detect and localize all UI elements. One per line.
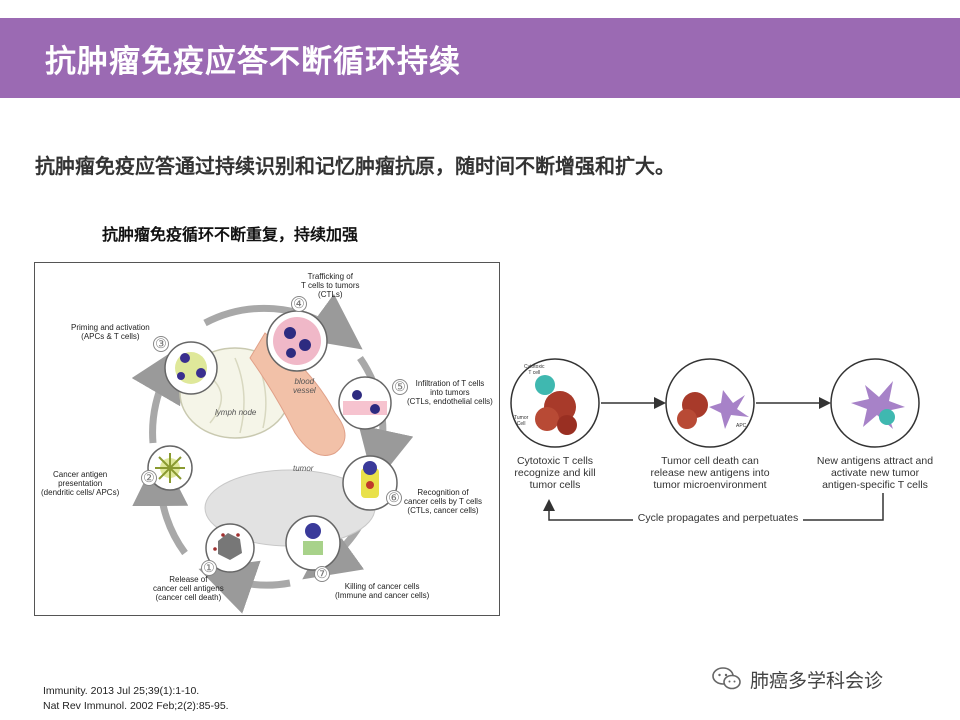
- step-3-cells: [175, 352, 207, 384]
- reference-1: Immunity. 2013 Jul 25;39(1):1-10.: [43, 685, 200, 697]
- stage-2-circle: [665, 358, 755, 448]
- stage-3-caption: New antigens attract and activate new tu…: [816, 455, 934, 491]
- step-6-label: Recognition of cancer cells by T cells (…: [404, 488, 482, 515]
- step-6-number: ⑥: [386, 490, 402, 506]
- stage-1-caption: Cytotoxic T cells recognize and kill tum…: [514, 455, 596, 491]
- step-7-cells: [303, 523, 323, 555]
- step-4-cells: [273, 317, 321, 365]
- step-6-cells: [361, 461, 379, 498]
- step-3-number: ③: [153, 336, 169, 352]
- step-5-cells: [343, 390, 387, 415]
- lymph-node-label: lymph node: [215, 408, 257, 417]
- reference-2: Nat Rev Immunol. 2002 Feb;2(2):85-95.: [43, 700, 229, 712]
- step-3-label: Priming and activation (APCs & T cells): [71, 323, 150, 341]
- apc-tag: APC: [736, 423, 747, 429]
- cycle-propagation-figure: Cytotoxic T cell Tumor Cell APC Cytotoxi…: [505, 345, 945, 530]
- figure-caption: 抗肿瘤免疫循环不断重复，持续加强: [102, 225, 359, 244]
- step-1-cells: [213, 533, 242, 560]
- cycle-illustration: [131, 293, 414, 614]
- cancer-immunity-cycle-figure: ① ② ③ ④ ⑤ ⑥ ⑦ Release of cancer cell ant…: [34, 262, 500, 616]
- blood-vessel-label: blood vessel: [293, 377, 316, 395]
- cytotoxic-t-cell-tag: Cytotoxic T cell: [524, 364, 545, 376]
- stage-1-cells: [535, 375, 577, 435]
- tumor-cell-tag: Tumor Cell: [514, 415, 529, 427]
- slide-subtitle: 抗肿瘤免疫应答通过持续识别和记忆肿瘤抗原，随时间不断增强和扩大。: [35, 154, 675, 178]
- step-1-label: Release of cancer cell antigens (cancer …: [153, 575, 224, 602]
- step-4-number: ④: [291, 296, 307, 312]
- blood-vessel: [249, 332, 346, 456]
- title-bar: [0, 18, 960, 98]
- references: Immunity. 2013 Jul 25;39(1):1-10. Nat Re…: [43, 684, 229, 714]
- stage-3-cells: [851, 381, 905, 429]
- step-1-number: ①: [201, 560, 217, 576]
- propagation-illustration: [510, 358, 920, 521]
- stage-2-cells: [677, 390, 749, 429]
- stage-2-caption: Tumor cell death can release new antigen…: [650, 455, 770, 491]
- tumor-label: tumor: [293, 464, 314, 473]
- slide-title: 抗肿瘤免疫应答不断循环持续: [45, 44, 461, 80]
- cycle-label: Cycle propagates and perpetuates: [633, 512, 803, 524]
- step-2-cells: [155, 453, 185, 483]
- step-7-label: Killing of cancer cells (Immune and canc…: [335, 582, 430, 600]
- wechat-icon: [712, 667, 741, 690]
- watermark-text: 肺癌多学科会诊: [750, 669, 884, 692]
- step-2-label: Cancer antigen presentation (dendritic c…: [41, 470, 120, 497]
- step-4-label: Trafficking of T cells to tumors (CTLs): [301, 272, 360, 299]
- step-7-number: ⑦: [314, 566, 330, 582]
- step-2-number: ②: [141, 470, 157, 486]
- watermark: 肺癌多学科会诊: [712, 664, 883, 694]
- step-5-number: ⑤: [392, 379, 408, 395]
- step-5-label: Infiltration of T cells into tumors (CTL…: [407, 379, 493, 406]
